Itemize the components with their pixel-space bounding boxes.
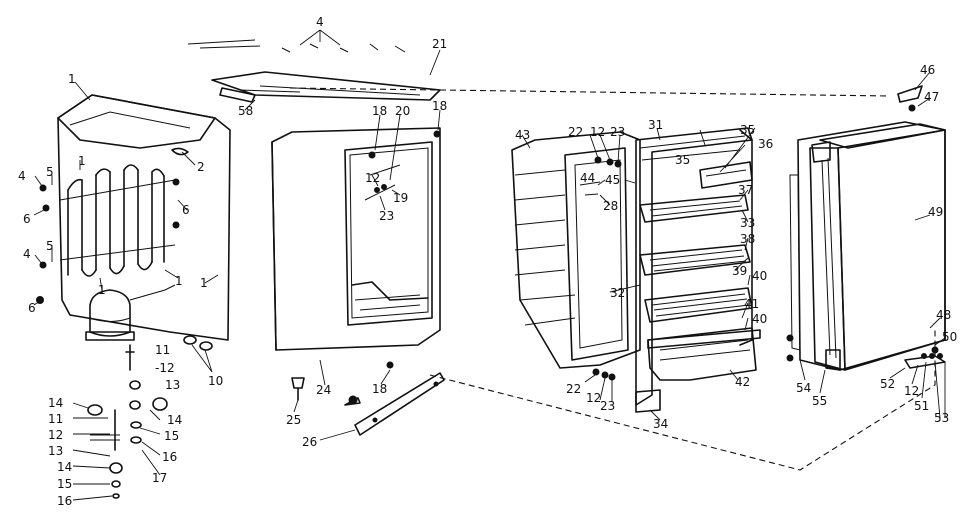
part-label: 40 [752,269,767,283]
leveling-feet [291,377,361,406]
part-label: 14 [48,396,63,410]
part-label: 4 [316,15,324,29]
part-label: 6 [28,301,36,315]
back-panel-assembly [57,94,231,341]
door-liner [511,131,641,381]
part-label: 11 [155,343,170,357]
part-label: 54 [796,381,811,395]
part-label: 13 [165,378,180,392]
part-label: 41 [744,297,759,311]
top-cover [57,94,216,149]
part-label: 42 [735,375,750,389]
part-label: 1 [200,276,208,290]
part-label: 28 [603,199,618,213]
part-label: 36 [758,137,773,151]
part-label: 47 [924,90,939,104]
part-label: 51 [914,399,929,413]
part-label: 11 [48,412,63,426]
part-label: 24 [316,383,331,397]
part-label: 32 [610,286,625,300]
small-hardware [36,147,213,499]
butter-compartment [699,161,753,189]
part-label: 46 [920,63,935,77]
part-label: 13 [48,444,63,458]
part-label: 12 [48,428,63,442]
part-label: 4 [18,169,26,183]
part-label: 6 [23,212,31,226]
part-label: 1 [98,283,106,297]
part-label: 1 [68,72,76,86]
drip-tray [187,29,441,103]
part-label: 52 [880,377,895,391]
part-label: 22 [566,382,581,396]
part-label: 23 [600,399,615,413]
part-label: 23 [610,125,625,139]
part-label: -12 [155,361,175,375]
part-label: 26 [302,435,317,449]
back-panel [57,94,231,341]
part-label: 2 [197,160,205,174]
part-label: 14 [57,460,72,474]
part-label: 14 [167,413,182,427]
part-label: 50 [942,330,957,344]
part-label: 58 [238,104,253,118]
part-label: 12 [365,171,380,185]
part-label: 19 [393,191,408,205]
part-label: 16 [162,450,177,464]
part-label: 5 [46,239,54,253]
part-label: 17 [152,471,167,485]
part-label: 25 [286,413,301,427]
part-label: 35 [740,123,755,137]
part-label: 40 [752,312,767,326]
part-label: 10 [208,374,223,388]
part-label: 12 [904,384,919,398]
part-label: 37 [738,183,753,197]
assembly-dashed-line [289,87,936,471]
part-label: 31 [648,118,663,132]
part-label: 34 [653,417,668,431]
door-shelf-top [639,194,749,223]
part-label: 12 [586,391,601,405]
part-label: 43 [515,128,530,142]
part-label: 33 [740,216,755,230]
part-label: 1 [78,154,86,168]
compressor [85,284,176,341]
part-label: 5 [46,165,54,179]
part-label: 15 [57,477,72,491]
part-label: 15 [164,429,179,443]
condenser-coil [59,164,176,277]
part-label: 48 [936,308,951,322]
part-label: 49 [928,205,943,219]
part-label: 18 [432,99,447,113]
part-label: 55 [812,394,827,408]
outer-door [786,85,946,371]
door-shelf-lower [644,287,753,323]
part-label: 12 [590,125,605,139]
part-label: 18 [372,382,387,396]
part-label: 1 [175,274,183,288]
part-label: 4 [23,247,31,261]
leader-lines [33,49,946,501]
part-label: 16 [57,494,72,508]
part-label: 53 [934,411,949,425]
part-label: 39 [732,264,747,278]
part-label: 44 [580,171,595,185]
cabinet [271,127,441,369]
crisper-drawer [647,327,757,381]
part-label: 35 [675,153,690,167]
kick-plate [354,372,445,436]
part-label: 6 [182,203,190,217]
part-label: 45 [605,173,620,187]
part-label: 22 [568,125,583,139]
door-shelf-middle [639,244,751,276]
door-frame [635,127,761,413]
part-label: 21 [432,37,447,51]
part-label: 20 [395,104,410,118]
part-label: 38 [740,232,755,246]
part-label: 18 [372,104,387,118]
part-label: 23 [379,209,394,223]
part-labels: 1 2 4 5 6 4 6 5 4 6 1 1 1 1 10 11 -12 13… [18,15,957,508]
top-cover-groove [69,111,191,129]
